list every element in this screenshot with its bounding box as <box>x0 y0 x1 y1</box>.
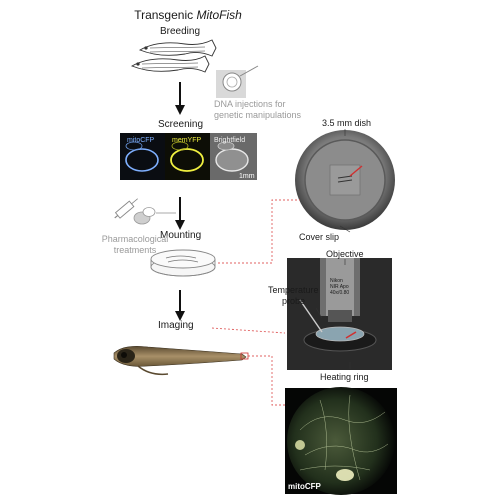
temperature-probe-label: Temperature probe <box>268 285 319 307</box>
engraving-line1: Nikon <box>330 278 343 284</box>
objective-label: Objective <box>326 249 364 259</box>
dish-label: 3.5 mm dish <box>322 118 372 128</box>
dna-injection-note: DNA injections for genetic manipulations <box>214 99 301 121</box>
microscope-photo <box>287 258 392 370</box>
title-prefix: Transgenic <box>134 8 197 22</box>
objective-engraving: Nikon NIR Apo 40x/0.80 <box>330 278 349 296</box>
step-screening-label: Screening <box>158 119 204 130</box>
scale-bar-label: 1mm <box>239 173 255 180</box>
zebrafish-drawing <box>130 39 217 73</box>
step-imaging-label: Imaging <box>158 320 194 331</box>
pharmacology-icons <box>114 198 176 225</box>
pharma-note: Pharmacological treatments <box>80 234 190 256</box>
syringe-icon <box>114 198 138 219</box>
microscopy-label: mitoCFP <box>288 482 321 491</box>
dna-injection-icon <box>216 65 259 98</box>
pill-icon <box>133 207 156 225</box>
step-mounting-label: Mounting <box>160 230 202 241</box>
mounting-dish <box>150 249 216 277</box>
pharma-note-line2: treatments <box>113 245 157 255</box>
screening-label-memyfp: memYFP <box>172 137 202 144</box>
title-emph: MitoFish <box>196 8 242 22</box>
engraving-line3: 40x/0.80 <box>330 290 350 296</box>
engraving-line2: NIR Apo <box>330 284 349 290</box>
dish-photo <box>290 125 400 233</box>
step-breeding-label: Breeding <box>160 26 201 37</box>
dna-note-line2: genetic manipulations <box>214 110 302 120</box>
heating-ring-label: Heating ring <box>320 372 369 382</box>
temperature-line1: Temperature <box>268 285 319 295</box>
screening-label-brightfield: Brightfield <box>214 137 246 144</box>
microscopy-image <box>285 387 397 495</box>
dna-note-line1: DNA injections for <box>214 99 286 109</box>
cover-slip-label: Cover slip <box>299 232 340 242</box>
label-pointers <box>315 129 351 369</box>
page-title: Transgenic MitoFish <box>98 8 278 22</box>
pharma-note-line1: Pharmacological <box>101 234 169 244</box>
screening-label-mitocfp: mitoCFP <box>127 137 155 144</box>
connector-lines <box>211 199 300 406</box>
screening-panels <box>120 133 257 183</box>
temperature-line2: probe <box>282 296 306 306</box>
larva-image <box>113 345 249 376</box>
